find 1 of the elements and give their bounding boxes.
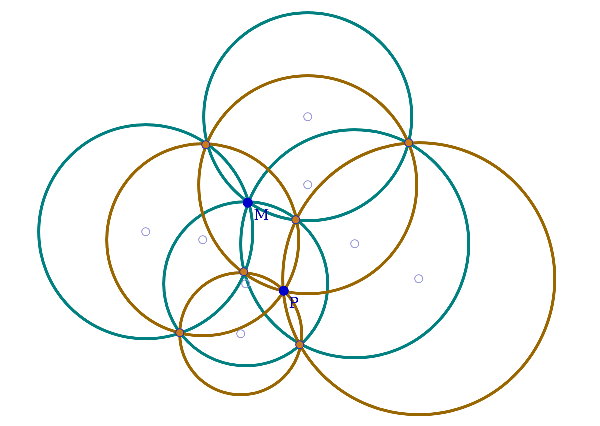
point-label: M [254, 208, 270, 223]
